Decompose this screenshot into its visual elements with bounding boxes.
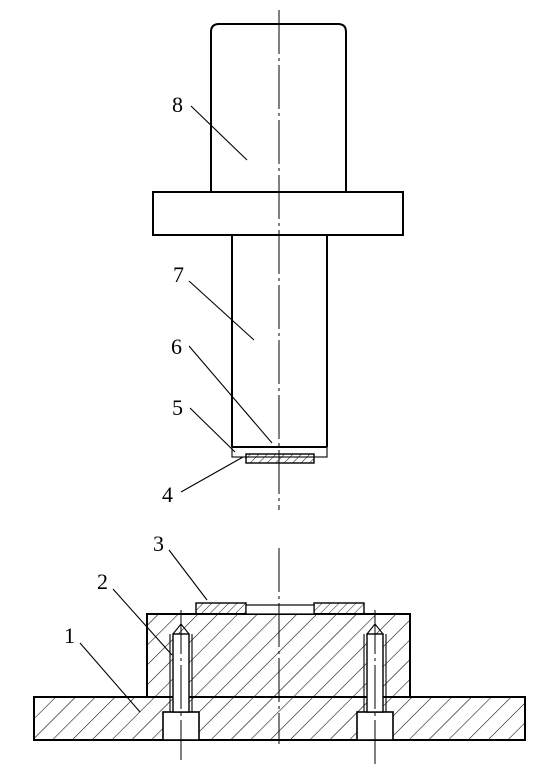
leader-lines xyxy=(79,105,273,713)
label-3: 3 xyxy=(153,531,164,556)
label-1: 1 xyxy=(64,623,75,648)
punch-flange xyxy=(152,191,404,236)
label-8: 8 xyxy=(172,92,183,117)
die-cavity-3 xyxy=(245,604,315,615)
die-seat-left xyxy=(195,602,247,615)
label-6: 6 xyxy=(171,334,182,359)
label-7: 7 xyxy=(173,262,184,287)
label-5: 5 xyxy=(172,395,183,420)
workpiece-4 xyxy=(245,453,315,464)
label-4: 4 xyxy=(162,482,173,507)
die-seat-right xyxy=(313,602,365,615)
bolt-left xyxy=(162,623,200,741)
label-2: 2 xyxy=(97,569,108,594)
